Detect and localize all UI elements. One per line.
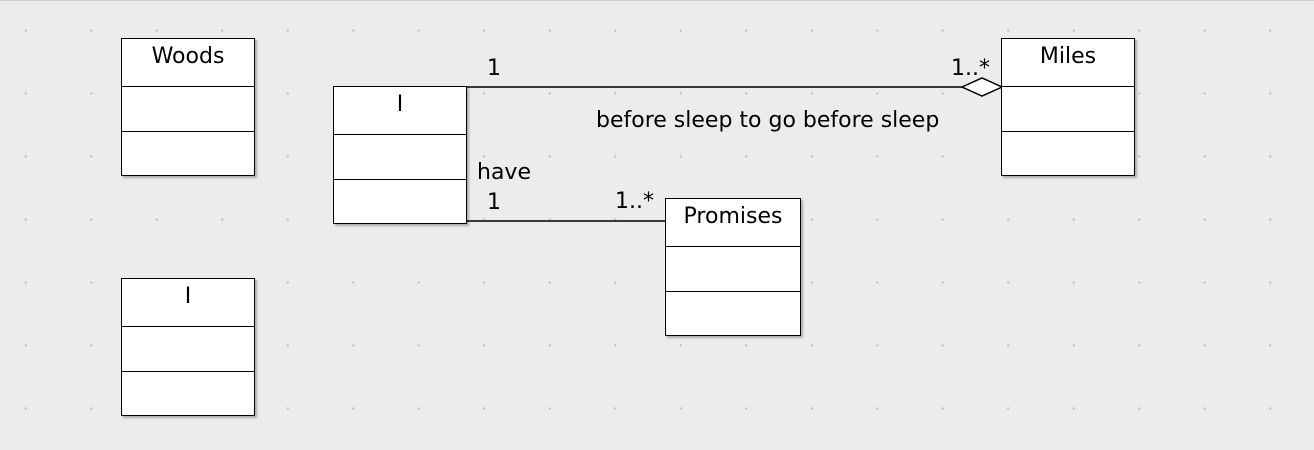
attributes-compartment[interactable] xyxy=(334,135,466,179)
class-box-woods[interactable]: Woods xyxy=(121,38,255,176)
association-label-i-promises: have xyxy=(477,160,531,185)
operations-compartment[interactable] xyxy=(666,290,800,336)
class-name-i-bottom: I xyxy=(122,279,254,327)
multiplicity-i-miles-source: 1 xyxy=(487,56,501,81)
multiplicity-i-promises-target: 1..* xyxy=(615,189,654,214)
class-name-i-top: I xyxy=(334,87,466,135)
multiplicity-i-promises-source: 1 xyxy=(487,190,501,215)
class-box-miles[interactable]: Miles xyxy=(1001,38,1135,176)
attributes-compartment[interactable] xyxy=(122,327,254,371)
operations-compartment[interactable] xyxy=(1002,130,1134,176)
attributes-compartment[interactable] xyxy=(1002,87,1134,131)
multiplicity-i-miles-target: 1..* xyxy=(951,56,990,81)
class-box-i-bottom[interactable]: I xyxy=(121,278,255,416)
operations-compartment[interactable] xyxy=(122,370,254,416)
class-box-i-top[interactable]: I xyxy=(333,86,467,224)
attributes-compartment[interactable] xyxy=(122,87,254,131)
operations-compartment[interactable] xyxy=(122,130,254,176)
class-name-woods: Woods xyxy=(122,39,254,87)
class-name-miles: Miles xyxy=(1002,39,1134,87)
attributes-compartment[interactable] xyxy=(666,247,800,291)
class-box-promises[interactable]: Promises xyxy=(665,198,801,336)
operations-compartment[interactable] xyxy=(334,178,466,224)
class-name-promises: Promises xyxy=(666,199,800,247)
association-label-i-miles: before sleep to go before sleep xyxy=(596,108,940,133)
